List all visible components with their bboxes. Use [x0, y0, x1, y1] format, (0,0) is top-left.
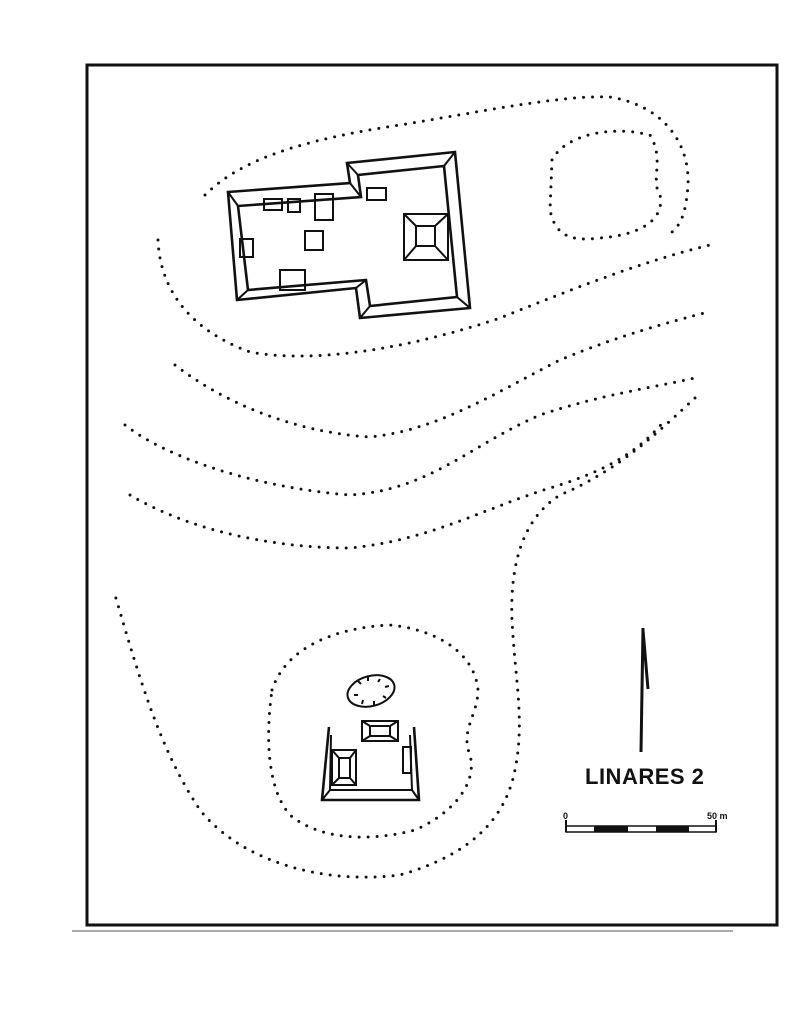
contour-lines	[113, 95, 712, 879]
room	[279, 269, 306, 291]
room	[304, 230, 324, 251]
contour-lower-knoll	[267, 623, 480, 839]
map-frame	[85, 63, 779, 927]
platform-top	[361, 720, 399, 742]
scale-bar	[565, 820, 717, 833]
scale-end-label: 50 m	[707, 811, 728, 821]
site-title: LINARES 2	[585, 764, 705, 789]
pyramid-mound	[403, 213, 449, 261]
contour-5	[128, 418, 667, 550]
lower-structure	[320, 674, 421, 802]
platform-left	[331, 749, 357, 786]
contour-4	[123, 376, 697, 497]
contour-top-knoll	[548, 129, 663, 241]
room	[287, 198, 301, 213]
contour-2	[156, 238, 712, 358]
main-structure	[226, 150, 472, 320]
contour-6	[113, 396, 697, 879]
contour-top-outer	[203, 95, 690, 234]
room	[366, 187, 387, 201]
room	[263, 198, 283, 211]
oval-feature	[346, 674, 396, 708]
contour-3	[173, 310, 710, 439]
room	[239, 238, 254, 258]
scale-start-label: 0	[563, 811, 569, 821]
room	[314, 193, 334, 221]
north-arrow-icon	[639, 627, 650, 753]
